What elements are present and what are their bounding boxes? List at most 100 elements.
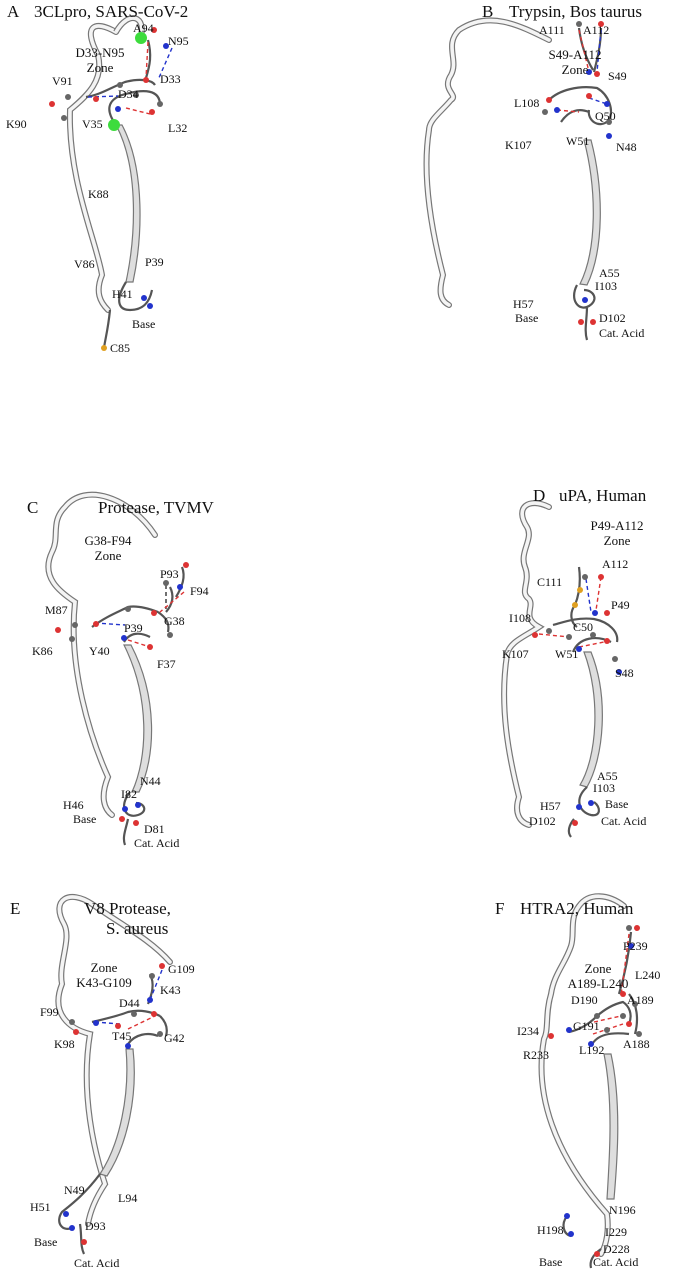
residue-label: N95	[168, 34, 189, 48]
residue-label: K107	[502, 647, 529, 661]
residue-label: M87	[45, 603, 68, 617]
zone-line-2: Zone	[603, 533, 631, 548]
residue-label: T45	[112, 1029, 132, 1043]
residue-label: K90	[6, 117, 27, 131]
panel-e-title-line-2: S. aureus	[106, 919, 169, 938]
zone-line-2: A189-L240	[567, 976, 629, 991]
panel-b-title: Trypsin, Bos taurus	[509, 2, 643, 21]
residue-label: I229	[605, 1225, 627, 1239]
base-label: Base	[515, 311, 539, 325]
residue-label: F94	[190, 584, 209, 598]
zone-line-2: Zone	[94, 548, 122, 563]
residue-label: L192	[579, 1043, 605, 1057]
zone-line-1: Zone	[584, 961, 612, 976]
residue-label: K86	[32, 644, 53, 658]
residue-label: A94	[133, 21, 154, 35]
panel-d-letter: D	[533, 486, 546, 505]
residue-label: I234	[517, 1024, 539, 1038]
residue-label: Q50	[595, 109, 616, 123]
residue-label: G191	[573, 1019, 600, 1033]
zone-line-2: Zone	[86, 60, 114, 75]
residue-label: D34	[118, 87, 139, 101]
cat-acid-label: Cat. Acid	[601, 814, 647, 828]
panel-c-structure	[45, 491, 189, 846]
residue-label: P49	[611, 598, 630, 612]
residue-label: N44	[140, 774, 161, 788]
panel-e-letter: E	[10, 899, 21, 918]
residue-label: D102	[529, 814, 556, 828]
residue-label: S48	[615, 666, 634, 680]
residue-label: I103	[595, 279, 617, 293]
residue-label: D190	[571, 993, 598, 1007]
residue-label: L94	[118, 1191, 138, 1205]
residue-label: S49	[608, 69, 627, 83]
residue-label: P93	[160, 567, 179, 581]
residue-label: Y40	[89, 644, 110, 658]
residue-label: A189	[627, 993, 654, 1007]
residue-label: H57	[513, 297, 534, 311]
residue-label: W51	[566, 134, 590, 148]
residue-label: L108	[514, 96, 540, 110]
panel-b-structure	[423, 17, 613, 341]
residue-label: D228	[603, 1242, 630, 1256]
panel-d-title: uPA, Human	[559, 486, 647, 505]
residue-label: V91	[52, 74, 73, 88]
panel-a-structure	[49, 15, 173, 351]
residue-label: A112	[602, 557, 629, 571]
residue-label: D44	[119, 996, 140, 1010]
residue-label: G109	[168, 962, 195, 976]
residue-label: H198	[537, 1223, 564, 1237]
residue-label: V35	[82, 117, 103, 131]
residue-label: A188	[623, 1037, 650, 1051]
residue-label: G38	[164, 614, 185, 628]
residue-label: C85	[110, 341, 131, 355]
residue-label: H57	[540, 799, 561, 813]
cat-acid-label: Cat. Acid	[599, 326, 645, 340]
residue-label: V86	[74, 257, 95, 271]
zone-line-2: K43-G109	[76, 975, 132, 990]
panel-a-title: 3CLpro, SARS-CoV-2	[34, 2, 189, 21]
residue-label: N48	[616, 140, 637, 154]
residue-label: A55	[599, 266, 620, 280]
residue-label: K107	[505, 138, 532, 152]
residue-label: I108	[509, 611, 531, 625]
residue-label: D33	[160, 72, 181, 86]
cat-acid-label: Cat. Acid	[134, 836, 180, 850]
residue-label: H46	[63, 798, 84, 812]
residue-label: A112	[583, 23, 610, 37]
panel-e-structure	[55, 893, 173, 1255]
residue-label: P239	[623, 939, 648, 953]
panel-f-structure	[538, 893, 642, 1269]
zone-line-2: Zone	[561, 62, 589, 77]
panel-a-letter: A	[7, 2, 20, 21]
residue-label: R233	[523, 1048, 550, 1062]
residue-label: P39	[124, 621, 143, 635]
residue-label: D93	[85, 1219, 106, 1233]
residue-label: K43	[160, 983, 181, 997]
residue-label: A111	[539, 23, 565, 37]
residue-label: W51	[555, 647, 579, 661]
zone-line-1: Zone	[90, 960, 118, 975]
residue-label: P39	[145, 255, 164, 269]
residue-label: C111	[537, 575, 563, 589]
base-label: Base	[539, 1255, 563, 1269]
zone-line-1: G38-F94	[84, 533, 132, 548]
base-label: Base	[73, 812, 97, 826]
residue-label: A55	[597, 769, 618, 783]
residue-label: H51	[30, 1200, 51, 1214]
base-label: Base	[605, 797, 629, 811]
cat-acid-label: Cat. Acid	[74, 1256, 120, 1270]
residue-label: F99	[40, 1005, 59, 1019]
